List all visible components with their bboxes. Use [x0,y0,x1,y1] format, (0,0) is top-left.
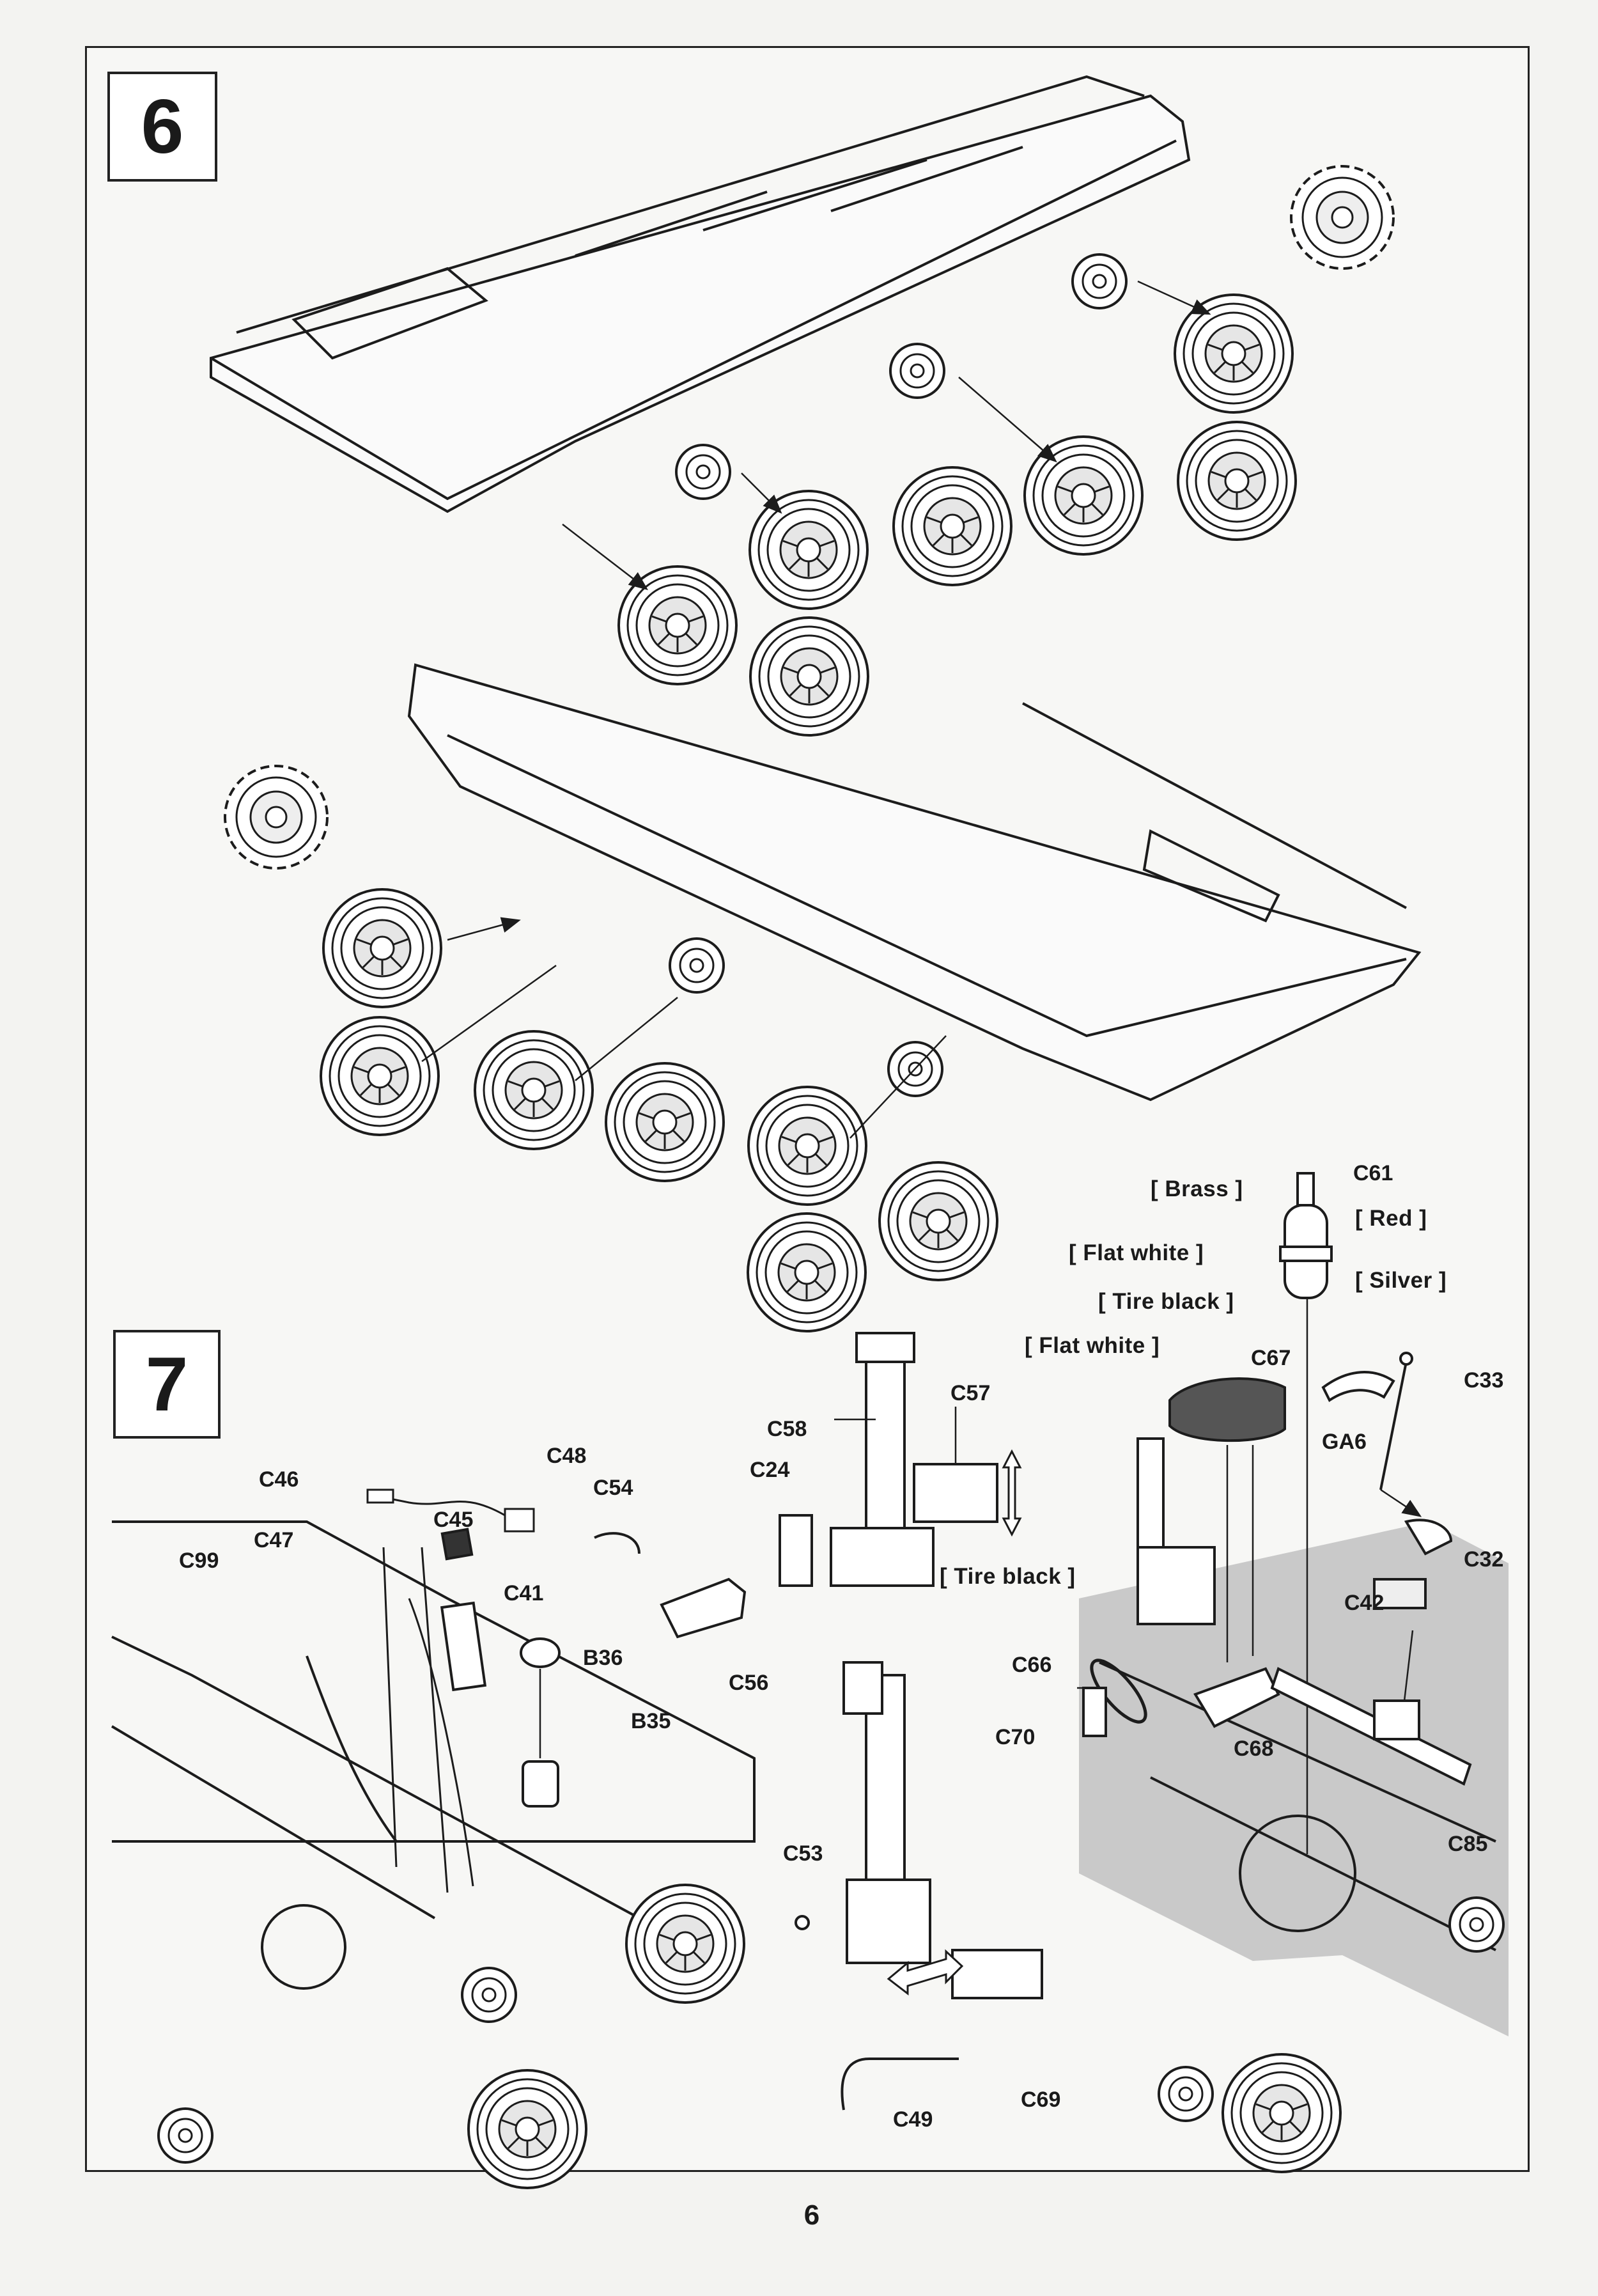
label-b35: B35 [631,1709,671,1733]
double-arrow-diagonal-icon [887,1949,964,1996]
hull-upper [210,75,1191,513]
label-c48: C48 [547,1444,587,1468]
label-c33: C33 [1464,1368,1504,1393]
label-c42: C42 [1344,1591,1385,1615]
label-c45: C45 [433,1508,474,1532]
paint-callout-tire-black: [ Tire black ] [1098,1289,1234,1314]
step-number: 7 [145,1341,189,1427]
panel-c41 [440,1527,487,1692]
lamp-b35-b36 [520,1637,561,1808]
paint-callout-silver: [ Silver ] [1355,1268,1447,1293]
paint-callout-red: [ Red ] [1355,1206,1427,1231]
assembly-lines-6 [421,280,1211,1139]
double-arrow-vertical-icon [1002,1449,1022,1537]
paint-callout-flat-white: [ Flat white ] [1025,1333,1160,1358]
part-c66 [1082,1659,1147,1737]
label-c54: C54 [593,1476,633,1500]
hull-interior [111,1520,1496,1990]
label-c69: C69 [1021,2088,1061,2112]
wires [366,1488,535,1893]
label-c70: C70 [995,1725,1036,1749]
label-ga6: GA6 [1322,1430,1367,1454]
label-c49: C49 [893,2107,933,2132]
label-c32: C32 [1464,1547,1504,1572]
bracket-c56 [594,1532,747,1639]
shaded-detail-area [1079,1522,1509,2036]
seat-post [1136,1437,1216,1625]
part-c68 [1193,1667,1280,1728]
label-c53: C53 [783,1841,823,1866]
page-number: 6 [803,2199,820,2231]
label-c41: C41 [504,1581,544,1605]
label-c46: C46 [259,1467,299,1492]
step-7-number-box: 7 [113,1330,221,1439]
label-c58: C58 [767,1417,807,1441]
label-c66: C66 [1012,1653,1052,1677]
step-number: 6 [141,84,184,169]
assembly-lines-7 [834,1407,1422,1689]
label-c85: C85 [1448,1832,1488,1856]
label-c61: C61 [1353,1161,1393,1185]
paint-callout-brass: [ Brass ] [1151,1176,1243,1201]
label-c47: C47 [254,1528,294,1552]
label-c99: C99 [179,1549,219,1573]
label-b36: B36 [583,1646,623,1670]
label-c67: C67 [1251,1346,1291,1370]
seat [1168,1377,1286,1662]
parts-c53-c49 [795,1915,959,2111]
label-c56: C56 [729,1671,769,1695]
paint-callout-flat-white: [ Flat white ] [1069,1240,1204,1265]
lever-c33 [1321,1352,1453,1556]
label-c68: C68 [1234,1737,1274,1761]
extinguisher [1279,1172,1333,1854]
hull-lower [407,663,1422,1102]
column-assembly [779,1332,1043,1999]
part-c85-c42 [1270,1578,1472,1786]
paint-callout-tire-black: [ Tire black ] [940,1564,1076,1589]
label-c57: C57 [950,1381,991,1405]
step-6-number-box: 6 [107,72,217,182]
label-c24: C24 [750,1458,790,1482]
